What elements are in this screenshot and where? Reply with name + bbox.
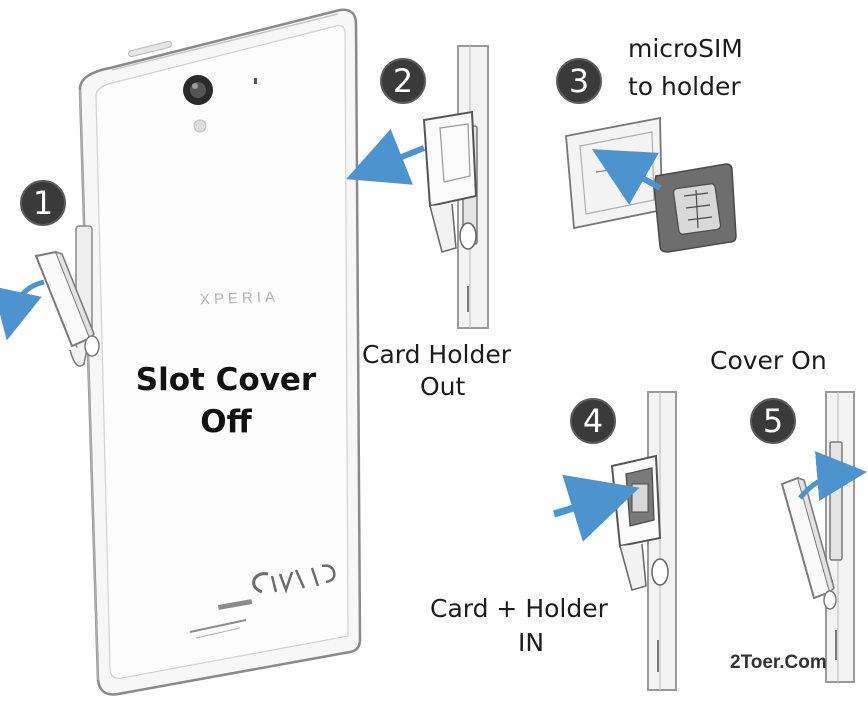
step5-phone-edge xyxy=(825,391,855,683)
regulatory-marks xyxy=(189,564,336,639)
arrow-cover-off-icon xyxy=(0,279,45,341)
step-5-label: Cover On xyxy=(710,346,827,375)
step-2-label-line-1: Card Holder xyxy=(362,340,511,369)
arrow-holder-out-icon xyxy=(346,129,426,185)
step4-phone-edge xyxy=(647,391,677,691)
step-4-label-line-2: IN xyxy=(518,628,545,657)
step-1-label-line-1: Slot Cover xyxy=(135,362,317,398)
step5-slot-cover xyxy=(780,476,837,610)
step-3-label-line-1: microSIM xyxy=(628,34,743,63)
arrow-holder-in-icon xyxy=(552,474,640,542)
step-2-badge: 2 xyxy=(380,58,426,104)
microsim-card-icon xyxy=(653,163,737,253)
step-4-label-line-1: Card + Holder xyxy=(430,594,608,623)
brand-logo: XPERIA xyxy=(199,288,280,309)
arrow-cover-on-icon xyxy=(798,451,867,501)
step2-card-holder xyxy=(422,110,478,253)
phone-back xyxy=(78,8,362,696)
side-slot-open-cover xyxy=(34,225,100,367)
step-4-badge: 4 xyxy=(570,398,616,444)
watermark: 2Toer.Com xyxy=(730,652,827,673)
step-5-badge: 5 xyxy=(750,398,796,444)
step-1-badge: 1 xyxy=(20,180,66,226)
camera-lens-icon xyxy=(183,75,213,105)
flash-icon xyxy=(193,119,207,133)
step-3-label-line-2: to holder xyxy=(628,72,741,101)
step-1-label-line-2: Off xyxy=(200,404,252,440)
mic-hole xyxy=(254,78,257,84)
step3-holder xyxy=(565,116,663,230)
step-2-label-line-2: Out xyxy=(420,372,466,401)
arrow-sim-to-holder-icon xyxy=(591,149,662,205)
step-3-badge: 3 xyxy=(556,58,602,104)
